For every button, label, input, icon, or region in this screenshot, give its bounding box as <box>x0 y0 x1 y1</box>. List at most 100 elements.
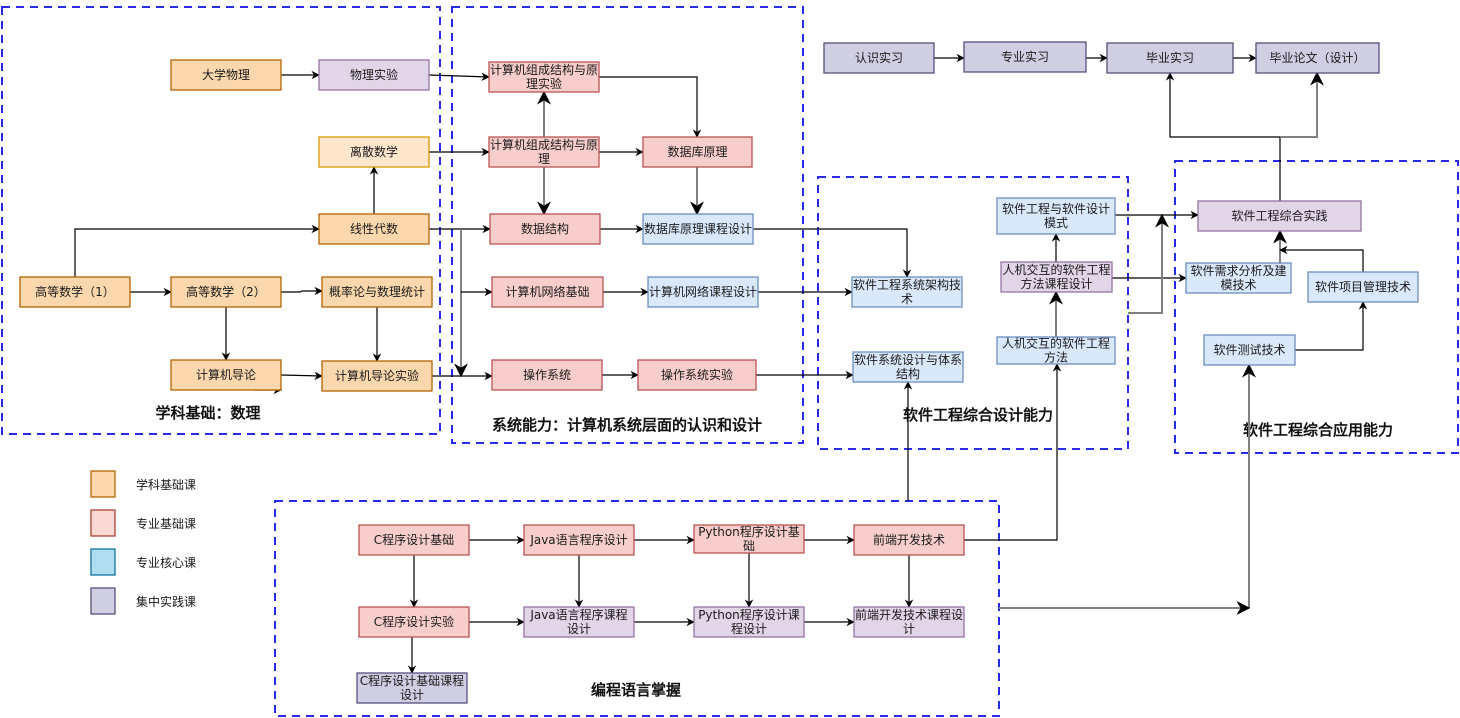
course-box <box>170 359 282 391</box>
course-node-wljc[interactable]: 计算机网络基础 <box>491 276 604 308</box>
course-box <box>996 336 1116 365</box>
course-node-wlkc[interactable]: 计算机网络课程设计 <box>647 276 759 308</box>
course-label: 前端开发技术 <box>873 532 945 547</box>
course-node-jsjdlsy[interactable]: 计算机导论实验 <box>321 360 433 392</box>
course-label: Python程序设计基 <box>698 524 800 539</box>
legend-label: 专业核心课 <box>136 555 196 570</box>
course-node-zysx[interactable]: 专业实习 <box>963 41 1087 73</box>
group-title: 编程语言掌握 <box>591 681 681 699</box>
course-box <box>853 606 965 638</box>
course-node-czxtsy[interactable]: 操作系统实验 <box>637 359 757 391</box>
course-box <box>488 61 600 93</box>
course-label: 高等数学（1） <box>35 284 115 299</box>
course-node-bylw[interactable]: 毕业论文（设计） <box>1255 42 1380 74</box>
connector-arrow <box>428 72 490 81</box>
course-box <box>170 276 282 308</box>
course-node-sjjg[interactable]: 数据结构 <box>489 213 601 245</box>
course-label: 操作系统实验 <box>661 367 733 382</box>
course-label: 概率论与数理统计 <box>329 284 425 299</box>
course-node-wlsy[interactable]: 物理实验 <box>318 59 430 91</box>
course-label: 大学物理 <box>202 67 250 82</box>
course-box <box>1255 42 1380 74</box>
course-box <box>19 276 131 308</box>
course-label: 计算机导论 <box>196 367 256 382</box>
course-node-sjkkc[interactable]: 数据库原理课程设计 <box>642 213 754 245</box>
course-label: 计算机组成结构与原 <box>490 62 598 77</box>
group-g2: 系统能力：计算机系统层面的认识和设计 <box>451 6 804 444</box>
course-box <box>647 276 759 308</box>
course-node-lssx[interactable]: 离散数学 <box>318 136 430 168</box>
course-box <box>523 606 635 638</box>
course-label: 程设计 <box>731 621 767 636</box>
course-node-sjky[interactable]: 数据库原理 <box>642 136 753 168</box>
course-node-rjzhsj[interactable]: 软件工程综合实践 <box>1197 200 1362 232</box>
course-label: 方法 <box>1044 350 1068 365</box>
course-label: 计算机网络基础 <box>505 284 589 299</box>
course-box <box>1000 261 1113 293</box>
group-title: 学科基础：数理 <box>155 404 260 422</box>
course-label: 人机交互的软件工程 <box>1002 336 1110 351</box>
course-node-dxwl[interactable]: 大学物理 <box>170 59 282 91</box>
connector-arrow <box>1280 71 1324 138</box>
course-label: 软件项目管理技术 <box>1315 279 1411 294</box>
course-box <box>321 276 433 308</box>
course-box <box>1307 271 1419 303</box>
course-label: 础 <box>743 539 755 553</box>
course-box <box>642 136 753 168</box>
course-label: 软件系统设计与体系 <box>854 353 962 367</box>
group-border <box>1 6 441 435</box>
course-box <box>693 524 805 554</box>
course-node-jsjdl[interactable]: 计算机导论 <box>170 359 282 391</box>
group-g4: 软件工程综合应用能力 <box>1174 160 1459 454</box>
group-title: 软件工程综合设计能力 <box>903 406 1053 424</box>
course-node-rssx[interactable]: 认识实习 <box>823 42 935 74</box>
legend-label: 学科基础课 <box>136 477 196 492</box>
connector-arrow <box>1165 72 1281 201</box>
course-box <box>523 524 635 556</box>
connector-arrow <box>964 363 1062 541</box>
course-node-java[interactable]: Java语言程序设计 <box>523 524 635 556</box>
course-label: 高等数学（2） <box>186 284 266 299</box>
course-label: 术 <box>901 292 913 306</box>
course-node-rjcs[interactable]: 软件测试技术 <box>1203 334 1296 366</box>
course-box <box>1197 200 1362 232</box>
course-node-gll[interactable]: 概率论与数理统计 <box>321 276 433 308</box>
course-box <box>321 360 433 392</box>
course-node-rjxm[interactable]: 软件项目管理技术 <box>1307 271 1419 303</box>
course-box <box>642 213 754 245</box>
course-node-csy[interactable]: C程序设计实验 <box>358 606 470 638</box>
course-node-gdsx2[interactable]: 高等数学（2） <box>170 276 282 308</box>
course-label: 模式 <box>1044 216 1068 230</box>
group-border <box>817 176 1129 450</box>
course-box <box>318 136 430 168</box>
legend-swatch <box>90 509 116 537</box>
course-box <box>491 359 603 391</box>
course-label: Java语言程序设计 <box>529 532 627 547</box>
course-node-qd[interactable]: 前端开发技术 <box>853 524 965 556</box>
legend-item: 集中实践课 <box>90 587 196 615</box>
course-node-gdsx1[interactable]: 高等数学（1） <box>19 276 131 308</box>
course-node-cjc[interactable]: C程序设计基础 <box>358 524 470 556</box>
course-node-bysx[interactable]: 毕业实习 <box>1106 42 1234 74</box>
course-label: 认识实习 <box>855 50 903 65</box>
group-g1: 学科基础：数理 <box>1 6 441 435</box>
course-label: 理 <box>538 152 550 166</box>
course-box <box>358 524 470 556</box>
course-label: 模技术 <box>1220 278 1256 292</box>
course-node-xxds[interactable]: 线性代数 <box>318 213 430 245</box>
course-node-czxt[interactable]: 操作系统 <box>491 359 603 391</box>
course-label: 软件需求分析及建 <box>1190 264 1286 278</box>
